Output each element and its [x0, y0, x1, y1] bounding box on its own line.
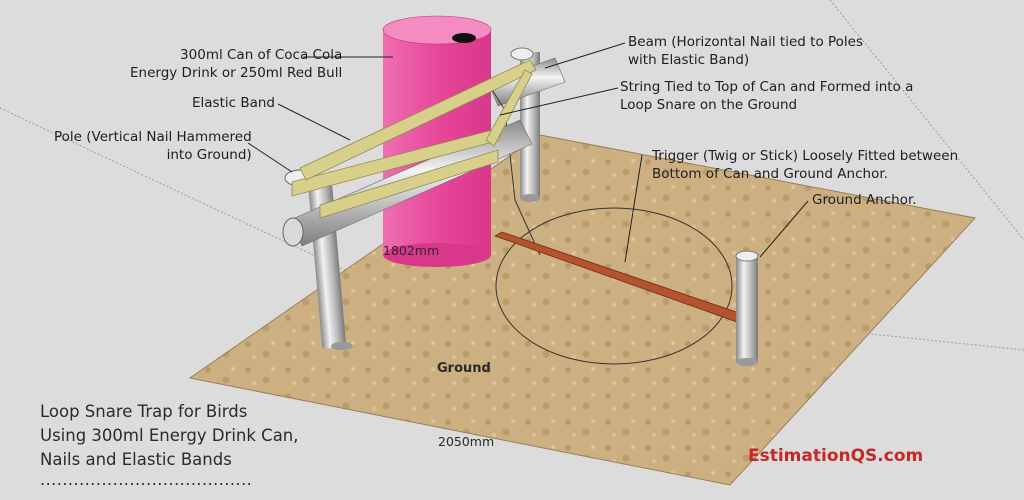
leader-line	[544, 42, 626, 69]
brand-label: EstimationQS.com	[748, 446, 924, 466]
elastic-band	[485, 69, 533, 147]
pole-head	[510, 47, 534, 61]
leader-line	[624, 154, 643, 263]
leader-line	[499, 87, 619, 116]
ground-plane	[188, 134, 976, 486]
callout-can: 300ml Can of Coca Cola Energy Drink or 2…	[130, 47, 343, 81]
pole-base	[331, 342, 353, 350]
diagram-title: Loop Snare Trap for Birds Using 300ml En…	[40, 402, 299, 469]
leader-line	[277, 103, 351, 141]
ground-anchor	[736, 256, 758, 362]
dimension-1802: 1802mm	[383, 243, 440, 258]
leader-line	[759, 200, 809, 258]
callout-pole: Pole (Vertical Nail Hammered into Ground…	[54, 129, 252, 163]
callout-ground-anchor: Ground Anchor.	[812, 192, 917, 208]
loop-snare	[495, 207, 733, 365]
dimension-2050: 2050mm	[438, 434, 495, 449]
elastic-band	[299, 59, 537, 181]
ground-label: Ground	[437, 361, 491, 376]
leader-line	[247, 142, 293, 173]
guide-line	[829, 0, 1024, 241]
anchor-head	[735, 250, 759, 262]
pole-base	[520, 194, 540, 202]
can-opening	[452, 33, 476, 43]
callout-elastic-band: Elastic Band	[192, 95, 276, 111]
can-bottom	[383, 243, 491, 267]
title-underline-dots: ......................................	[40, 470, 253, 489]
beam-nail-head	[282, 217, 304, 247]
elastic-band	[291, 127, 501, 197]
callout-string: String Tied to Top of Can and Formed int…	[620, 79, 914, 113]
callout-trigger: Trigger (Twig or Stick) Loosely Fitted b…	[652, 148, 959, 182]
anchor-base	[736, 358, 758, 366]
elastic-band	[319, 149, 499, 219]
callout-beam: Beam (Horizontal Nail tied to Poles with…	[628, 34, 863, 68]
